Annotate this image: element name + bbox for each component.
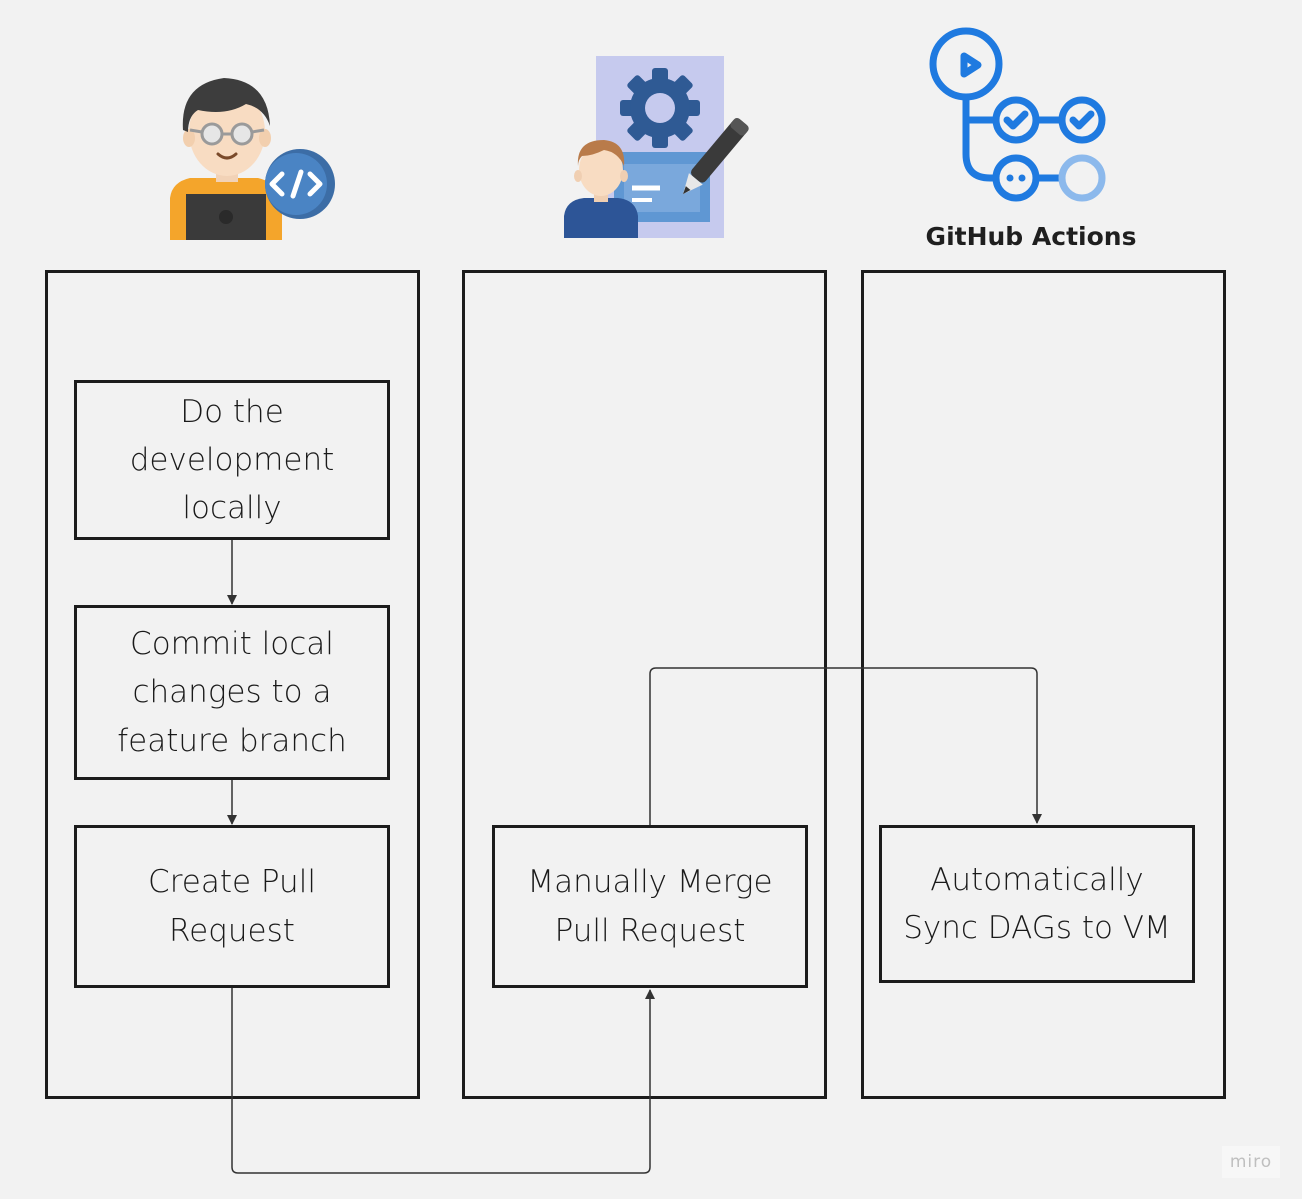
node-develop-line-2: development	[129, 441, 335, 478]
node-develop-line-3: locally	[182, 490, 282, 527]
node-create-pr-line-2: Request	[169, 912, 295, 949]
node-develop-locally: Do the development locally	[74, 380, 390, 540]
node-commit-changes: Commit local changes to a feature branch	[74, 605, 390, 780]
github-actions-label: GitHub Actions	[925, 222, 1137, 251]
node-sync-dags: Automatically Sync DAGs to VM	[879, 825, 1195, 983]
miro-watermark: miro	[1222, 1146, 1280, 1178]
node-commit-line-2: changes to a	[132, 674, 332, 711]
node-develop-line-1: Do the	[180, 393, 284, 430]
developer-coding-icon	[170, 78, 335, 240]
node-create-pull-request: Create Pull Request	[74, 825, 390, 988]
node-merge-line-2: Pull Request	[554, 912, 746, 949]
node-sync-line-1: Automatically	[930, 861, 1144, 898]
reviewer-settings-icon	[564, 56, 749, 238]
node-commit-line-3: feature branch	[117, 722, 347, 759]
node-merge-line-1: Manually Merge	[527, 864, 773, 901]
node-create-pr-line-1: Create Pull	[148, 864, 316, 901]
github-actions-icon	[929, 27, 1106, 202]
node-merge-pull-request: Manually Merge Pull Request	[492, 825, 808, 988]
node-sync-line-2: Sync DAGs to VM	[903, 910, 1171, 946]
node-commit-line-1: Commit local	[130, 626, 334, 663]
